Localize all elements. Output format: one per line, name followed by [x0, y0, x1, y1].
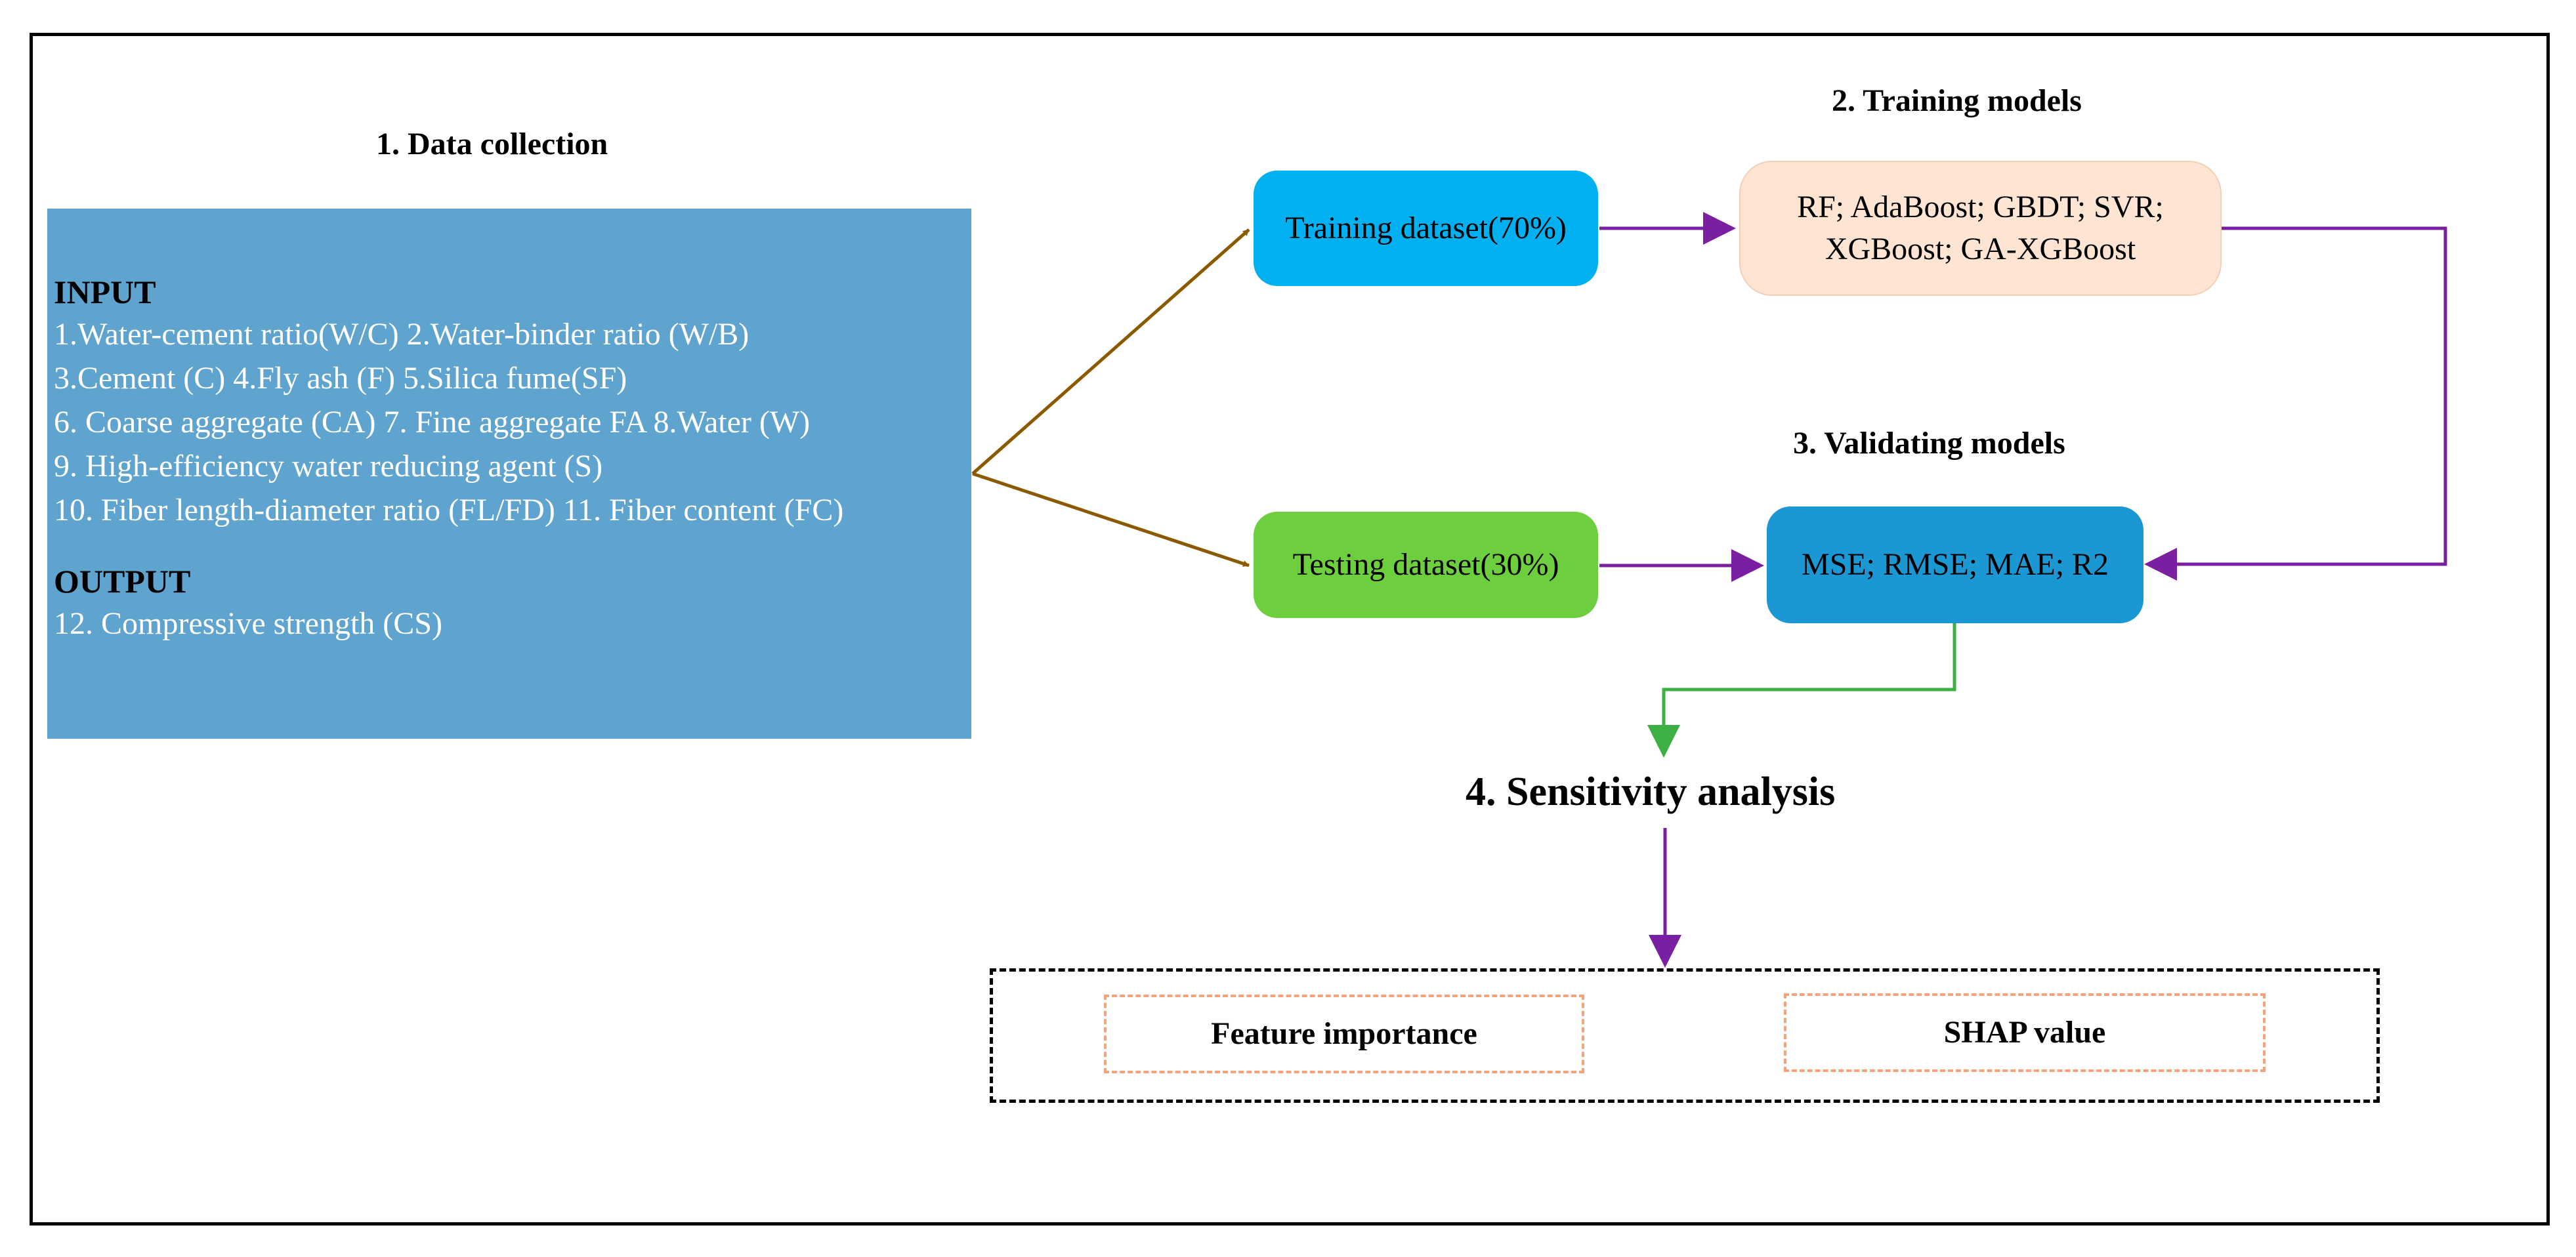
input-line-2: 3.Cement (C) 4.Fly ash (F) 5.Silica fume… — [54, 361, 627, 396]
shap-value-box: SHAP value — [1784, 993, 2266, 1072]
input-line-5: 10. Fiber length-diameter ratio (FL/FD) … — [54, 493, 844, 527]
output-header: OUTPUT — [54, 563, 191, 600]
input-line-1: 1.Water-cement ratio(W/C) 2.Water-binder… — [54, 317, 750, 352]
metrics-box: MSE; RMSE; MAE; R2 — [1767, 506, 2143, 623]
arrow-panel-to-testing — [972, 472, 1250, 567]
diagram-frame — [30, 33, 2550, 1226]
arrow-models-to-metrics — [2144, 226, 2447, 581]
heading-validating-models: 3. Validating models — [1793, 426, 2065, 461]
input-line-3: 6. Coarse aggregate (CA) 7. Fine aggrega… — [54, 405, 811, 440]
data-collection-panel: INPUT 1.Water-cement ratio(W/C) 2.Water-… — [47, 209, 971, 739]
sensitivity-output-group — [990, 968, 2380, 1103]
input-line-4: 9. High-efficiency water reducing agent … — [54, 449, 603, 484]
arrow-metrics-to-sensitivity — [1647, 623, 1956, 758]
heading-sensitivity-analysis: 4. Sensitivity analysis — [1466, 770, 1836, 814]
models-line-1: RF; AdaBoost; GBDT; SVR; — [1797, 190, 2164, 224]
heading-training-models: 2. Training models — [1832, 83, 2082, 118]
testing-dataset-box: Testing dataset(30%) — [1254, 512, 1598, 618]
heading-data-collection: 1. Data collection — [376, 127, 608, 161]
training-dataset-box: Training dataset(70%) — [1254, 171, 1598, 286]
input-header: INPUT — [54, 274, 156, 310]
models-line-2: XGBoost; GA-XGBoost — [1825, 232, 2136, 266]
models-box: RF; AdaBoost; GBDT; SVR; XGBoost; GA-XGB… — [1739, 161, 2222, 296]
arrow-panel-to-training — [971, 228, 1250, 475]
feature-importance-box: Feature importance — [1104, 995, 1584, 1073]
output-line: 12. Compressive strength (CS) — [54, 606, 442, 641]
